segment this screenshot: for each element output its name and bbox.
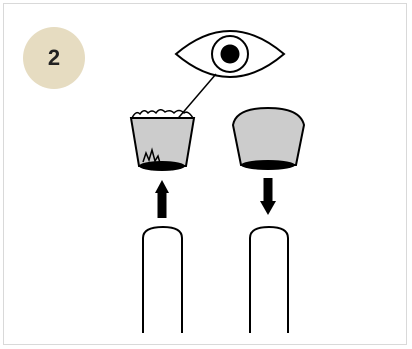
tube-left [142, 225, 183, 333]
step-number-badge: 2 [23, 27, 85, 89]
eye-icon [174, 30, 286, 78]
stopper-right [231, 106, 306, 170]
stopper-left [129, 109, 196, 171]
tube-right [249, 225, 289, 333]
arrow-down-icon [260, 178, 276, 215]
arrow-up-icon [155, 180, 169, 218]
